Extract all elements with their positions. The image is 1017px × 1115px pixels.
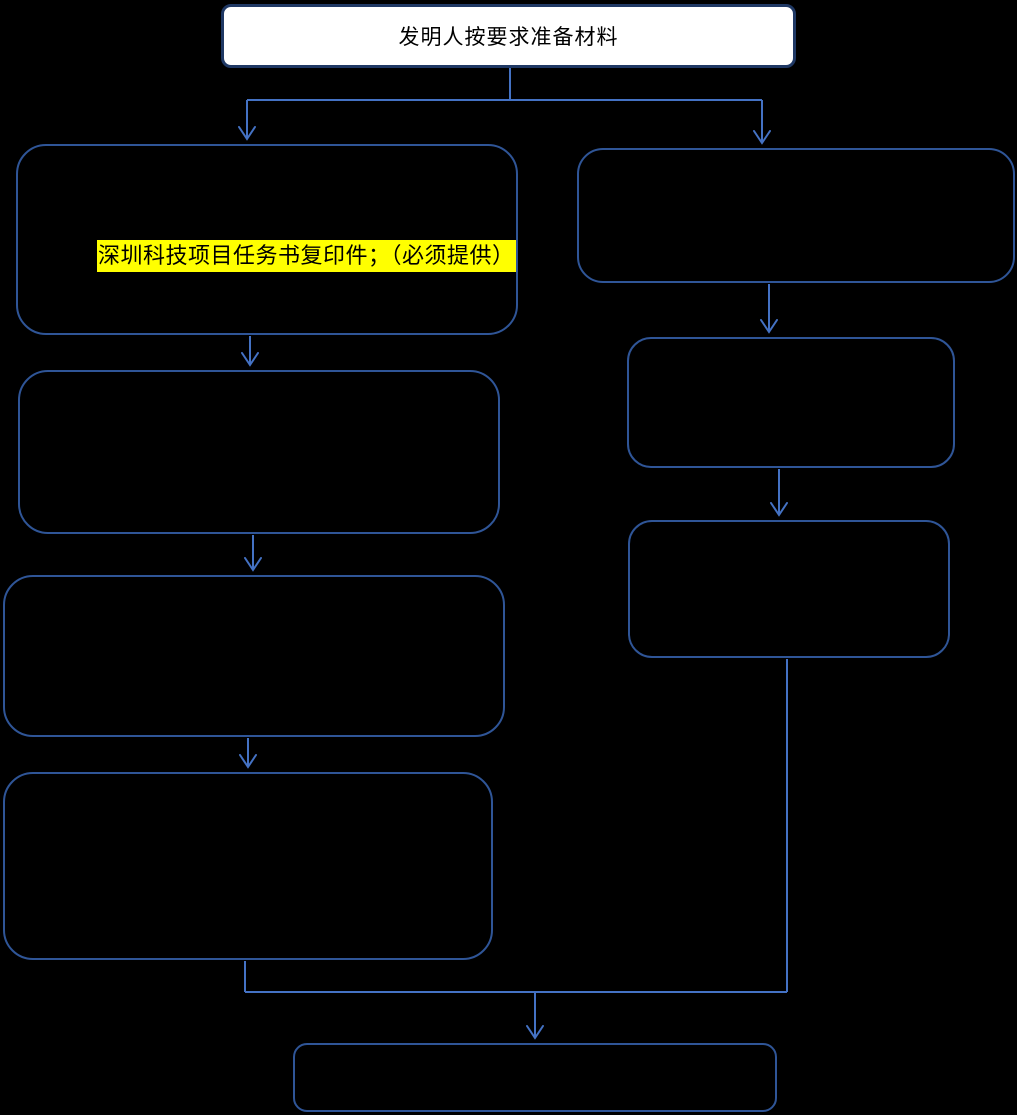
flow-node-left-4	[3, 772, 493, 960]
flow-node-prepare-materials: 发明人按要求准备材料	[221, 4, 796, 68]
flow-node-left-1: 深圳科技项目任务书复印件；（必须提供）	[16, 144, 518, 335]
flow-node-right-1	[577, 148, 1015, 283]
prepare-materials-label: 发明人按要求准备材料	[398, 25, 619, 49]
highlighted-requirement-text: 深圳科技项目任务书复印件；（必须提供）	[97, 240, 516, 272]
flow-node-right-3	[628, 520, 950, 658]
flow-node-left-3	[3, 575, 505, 737]
flow-node-left-2	[18, 370, 500, 534]
flow-node-right-2	[627, 337, 955, 468]
flow-node-end	[293, 1043, 777, 1112]
